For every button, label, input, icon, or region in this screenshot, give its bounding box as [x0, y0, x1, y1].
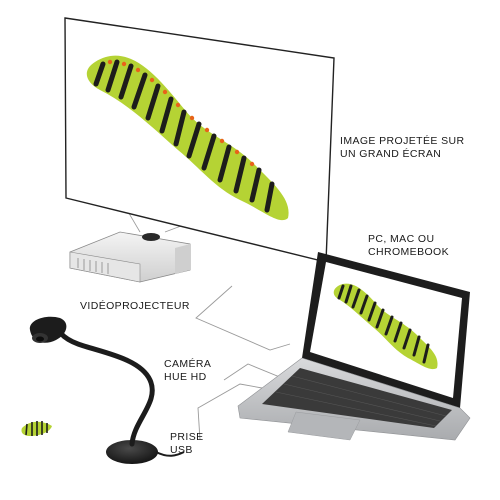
document-camera [29, 316, 185, 464]
caterpillar-screen-image [86, 55, 289, 221]
connector-lines [195, 285, 293, 441]
label-laptop: PC, MAC OU CHROMEBOOK [368, 233, 449, 259]
label-usb-line1: PRISE [170, 431, 204, 443]
label-screen-line1: IMAGE PROJETÉE SUR [340, 135, 465, 147]
label-screen-line2: UN GRAND ÉCRAN [340, 148, 442, 160]
label-camera: CAMÉRA HUE HD [164, 358, 211, 384]
label-usb-line2: USB [170, 444, 193, 456]
caterpillar-laptop-image [333, 283, 438, 370]
label-camera-line1: CAMÉRA [164, 358, 212, 370]
label-laptop-line2: CHROMEBOOK [368, 246, 450, 258]
caterpillar-desk [21, 421, 52, 436]
label-usb: PRISE USB [170, 431, 204, 457]
label-camera-line2: HUE HD [164, 371, 207, 383]
laptop [237, 252, 471, 441]
label-screen: IMAGE PROJETÉE SUR UN GRAND ÉCRAN [340, 135, 464, 161]
label-projector: VIDÉOPROJECTEUR [80, 300, 190, 313]
label-laptop-line1: PC, MAC OU [368, 233, 435, 245]
label-projector-line1: VIDÉOPROJECTEUR [80, 300, 190, 312]
projector [69, 231, 191, 283]
